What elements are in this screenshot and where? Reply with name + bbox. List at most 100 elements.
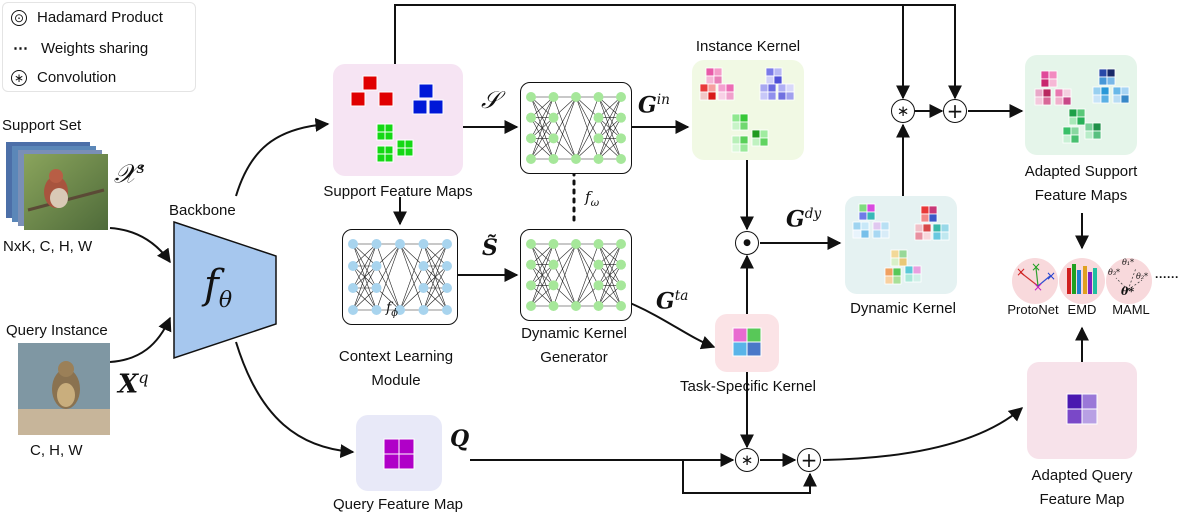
maml-icon xyxy=(1115,267,1143,291)
support-feature-maps-panel xyxy=(333,64,463,176)
legend-sharing: ⋯ Weights sharing xyxy=(11,39,148,58)
net-node xyxy=(616,112,626,123)
net-node xyxy=(616,259,626,270)
net-edge xyxy=(530,117,554,160)
net-edge xyxy=(598,264,622,307)
arrow-add-bottom-to-adapted-query xyxy=(822,407,1024,461)
net-node xyxy=(348,305,358,315)
net-edge xyxy=(598,138,622,160)
instance-kernel-label: Instance Kernel xyxy=(695,38,801,55)
net-node xyxy=(571,301,581,311)
adapted-support-panel xyxy=(1025,55,1137,155)
net-node xyxy=(348,261,358,271)
net-node xyxy=(571,154,581,164)
backbone-label: Backbone xyxy=(169,202,236,219)
support-feature-blocks xyxy=(350,75,444,163)
net-edge xyxy=(553,96,577,118)
context-label-line2: Module xyxy=(371,372,421,389)
net-node xyxy=(442,261,452,271)
legend-hadamard: ⊙ Hadamard Product xyxy=(11,9,163,26)
net-node xyxy=(593,112,604,123)
net-node xyxy=(548,239,559,249)
net-node xyxy=(418,261,429,271)
context-learning-net xyxy=(342,229,458,325)
hadamard-operator: ● xyxy=(735,231,759,255)
arrow-support-maps-to-add-top xyxy=(903,4,962,100)
net-node xyxy=(616,133,626,144)
legend-hadamard-label: Hadamard Product xyxy=(37,9,163,26)
net-node xyxy=(548,301,559,311)
instance-kernel-panel xyxy=(692,60,804,160)
net-node xyxy=(571,239,581,249)
instance-kernel-math: Gin xyxy=(638,92,670,119)
net-edge xyxy=(399,243,424,267)
svg-text:×: × xyxy=(1031,260,1041,274)
net-edge xyxy=(575,264,599,307)
protonet-bubble: × × × × xyxy=(1012,258,1058,304)
context-symbol: fϕ xyxy=(386,300,398,319)
support-image-stack xyxy=(4,140,116,232)
arrow-support-to-backbone xyxy=(109,227,171,264)
dynamic-kernel-label: Dynamic Kernel xyxy=(850,300,956,317)
generator-net-top xyxy=(520,82,632,174)
net-edge xyxy=(352,243,377,311)
maml-theta1: θ₁* xyxy=(1122,258,1135,267)
net-edge xyxy=(530,285,554,307)
net-edge xyxy=(530,96,554,160)
methods-more: ······ xyxy=(1155,270,1179,284)
add-operator-bottom: + xyxy=(797,448,821,472)
net-edge xyxy=(575,243,599,286)
emd-bubble xyxy=(1059,258,1105,304)
adapted-query-blocks xyxy=(1066,393,1098,425)
arrow-query-skip-to-add-bottom xyxy=(682,460,817,494)
query-map-math: Q xyxy=(450,426,470,452)
dynamic-kernel-math: Gdy xyxy=(786,206,822,233)
net-edge xyxy=(575,96,599,118)
net-edge xyxy=(399,287,424,311)
net-node xyxy=(526,259,536,270)
support-set-title: Support Set xyxy=(2,117,82,134)
generator-label-line1: Dynamic Kernel xyxy=(521,325,627,342)
net-edge xyxy=(598,243,622,286)
generator-shared-symbol: fω xyxy=(585,188,600,209)
net-edge xyxy=(352,243,377,289)
bird-photo xyxy=(18,343,110,435)
maml-label: MAML xyxy=(1112,302,1150,317)
support-set-math: 𝒳s xyxy=(114,158,145,190)
net-edge xyxy=(553,96,577,139)
svg-text:×: × xyxy=(1016,265,1026,279)
net-edge xyxy=(530,96,554,139)
net-edge xyxy=(530,243,554,307)
query-image xyxy=(18,343,110,435)
net-edge xyxy=(530,264,554,307)
net-edge xyxy=(352,287,377,311)
net-edge xyxy=(598,96,622,139)
net-node xyxy=(395,239,405,249)
adapted-query-panel xyxy=(1027,362,1137,459)
net-node xyxy=(571,92,581,102)
net-node xyxy=(418,305,429,315)
net-edge xyxy=(553,96,577,160)
net-edge xyxy=(598,96,622,118)
net-edge xyxy=(399,243,424,289)
net-node xyxy=(593,154,604,164)
adapted-support-label-line1: Adapted Support xyxy=(1024,163,1138,180)
net-node xyxy=(526,133,536,144)
generator-net-bottom xyxy=(520,229,632,321)
net-edge xyxy=(553,264,577,307)
net-node xyxy=(526,154,536,164)
s-tilde-math: S̃ xyxy=(482,235,498,261)
net-edge xyxy=(553,138,577,160)
net-edge xyxy=(399,265,424,311)
conv-operator-bottom: ∗ xyxy=(735,448,759,472)
generator-top-graph xyxy=(526,92,626,164)
query-instance-title: Query Instance xyxy=(6,322,108,339)
net-edge xyxy=(530,138,554,160)
adapted-support-label-line2: Feature Maps xyxy=(1034,187,1128,204)
net-node xyxy=(442,283,452,293)
net-node xyxy=(616,239,626,249)
net-edge xyxy=(575,285,599,307)
net-node xyxy=(593,259,604,270)
